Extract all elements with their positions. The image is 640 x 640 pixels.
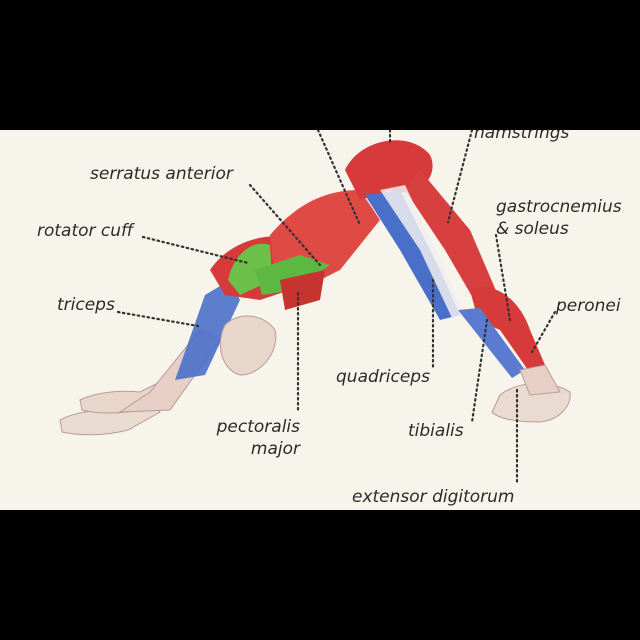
thigh-band [380,185,465,318]
label-major: major [250,439,300,459]
label-gastrocnemius: gastrocnemius [496,197,622,217]
leader-tibialis [470,318,489,424]
pectoralis-muscle [280,270,325,310]
head [219,315,277,376]
yoga-pose-muscle-diagram [59,130,571,487]
leader-hamstrings [446,130,474,224]
label-soleus: & soleus [496,219,569,239]
quadriceps-muscle [365,190,460,320]
leader-triceps [116,310,200,328]
leader-rotator-cuff [141,235,250,265]
label-triceps: triceps [57,295,115,315]
leader-torso-top [316,130,362,227]
leader-gastrocnemius [494,233,512,322]
label-rotator-cuff: rotator cuff [37,221,134,241]
label-extensor-digitorum: extensor digitorum [352,487,515,507]
label-pectoralis: pectoralis [216,417,300,437]
ankle [519,364,561,396]
label-peronei: peronei [556,296,621,316]
hamstrings-muscle [405,170,500,310]
label-quadriceps: quadriceps [336,367,430,387]
label-hamstrings: hamstrings [474,130,570,143]
anatomy-illustration-panel: hamstrings serratus anterior rotator cuf… [0,130,640,510]
triceps-muscle [175,280,240,380]
leader-peronei [530,310,557,354]
gastrocnemius-muscle [470,287,545,370]
tibialis-muscle [458,308,525,378]
label-serratus-anterior: serratus anterior [90,164,233,184]
serratus-muscle [255,255,330,295]
label-tibialis: tibialis [408,421,464,441]
